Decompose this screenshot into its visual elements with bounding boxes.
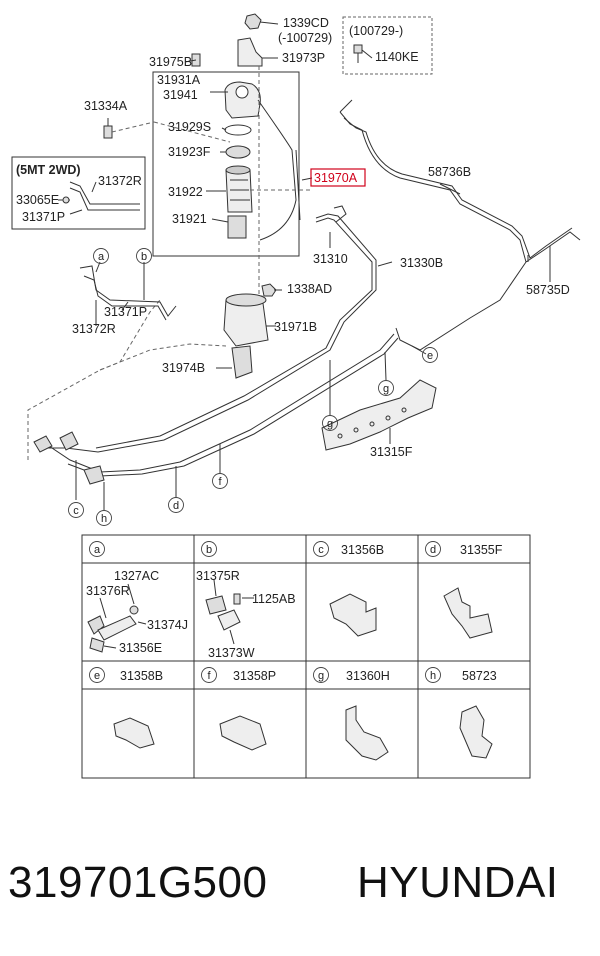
callout-g-upper: g	[383, 383, 389, 395]
label-1140ke: 1140KE	[375, 50, 419, 64]
table-part-c: 31356B	[341, 543, 384, 557]
label-31371p-inset: 31371P	[22, 210, 65, 224]
table-letter-d: d	[430, 544, 436, 556]
detail-b-31373w: 31373W	[208, 646, 255, 660]
circle-callout-letters: a b e g g f d c h	[73, 251, 433, 525]
label-31971b: 31971B	[274, 320, 317, 334]
table-letter-e: e	[94, 670, 100, 682]
table-part-d: 31355F	[460, 543, 503, 557]
label-31334a: 31334A	[84, 99, 128, 113]
table-part-h: 58723	[462, 669, 497, 683]
table-letter-a: a	[94, 544, 101, 556]
label-1339cd: 1339CD	[283, 16, 329, 30]
callout-d: d	[173, 500, 179, 512]
label-31372r: 31372R	[72, 322, 116, 336]
label-31929s: 31929S	[168, 120, 211, 134]
highlight-box-31970a	[310, 168, 366, 187]
label-31310: 31310	[313, 252, 348, 266]
label-31372r-inset: 31372R	[98, 174, 142, 188]
label-1338ad: 1338AD	[287, 282, 332, 296]
callout-g-lower: g	[327, 418, 333, 430]
label-31330b: 31330B	[400, 256, 443, 270]
label-31922: 31922	[168, 185, 203, 199]
callout-e: e	[427, 350, 433, 362]
label-31975b: 31975B	[149, 55, 192, 69]
callout-f: f	[218, 476, 222, 488]
callout-b: b	[141, 251, 147, 263]
label-31941: 31941	[163, 88, 198, 102]
label-31970a-highlighted: 31970A	[314, 171, 358, 185]
table-part-g: 31360H	[346, 669, 390, 683]
label-31931a: 31931A	[157, 73, 201, 87]
detail-table: a b c d e f g h 31356B 31355F 31358B 313…	[86, 541, 503, 683]
table-letter-c: c	[318, 544, 324, 556]
table-letter-h: h	[430, 670, 436, 682]
label-variant-100729-after: (100729-)	[349, 24, 403, 38]
label-100729-before: (-100729)	[278, 31, 332, 45]
label-variant-5mt-2wd: (5MT 2WD)	[16, 163, 81, 177]
callout-h: h	[101, 513, 107, 525]
table-part-e: 31358B	[120, 669, 163, 683]
label-31921: 31921	[172, 212, 207, 226]
detail-a-31374j: 31374J	[147, 618, 188, 632]
callout-a: a	[98, 251, 105, 263]
caption-part-number: 319701G500	[8, 858, 268, 907]
detail-b-31375r: 31375R	[196, 569, 240, 583]
table-letter-g: g	[318, 670, 324, 682]
label-58736b: 58736B	[428, 165, 471, 179]
label-58735d: 58735D	[526, 283, 570, 297]
circle-callouts	[68, 248, 438, 526]
table-letter-b: b	[206, 544, 212, 556]
detail-a-31356e: 31356E	[119, 641, 162, 655]
detail-a-31376r: 31376R	[86, 584, 130, 598]
label-31923f: 31923F	[168, 145, 211, 159]
label-33065e: 33065E	[16, 193, 59, 207]
table-letter-f: f	[207, 670, 211, 682]
caption-brand: HYUNDAI	[357, 858, 559, 907]
callout-c: c	[73, 505, 79, 517]
detail-b-1125ab: 1125AB	[252, 592, 296, 606]
label-31315f: 31315F	[370, 445, 413, 459]
label-31973p: 31973P	[282, 51, 325, 65]
diagram-linework	[11, 13, 581, 779]
label-31974b: 31974B	[162, 361, 205, 375]
label-31371p: 31371P	[104, 305, 147, 319]
detail-a-1327ac: 1327AC	[114, 569, 159, 583]
diagram-labels: 1339CD (-100729) 31973P 31975B (100729-)…	[16, 16, 570, 459]
table-part-f: 31358P	[233, 669, 276, 683]
